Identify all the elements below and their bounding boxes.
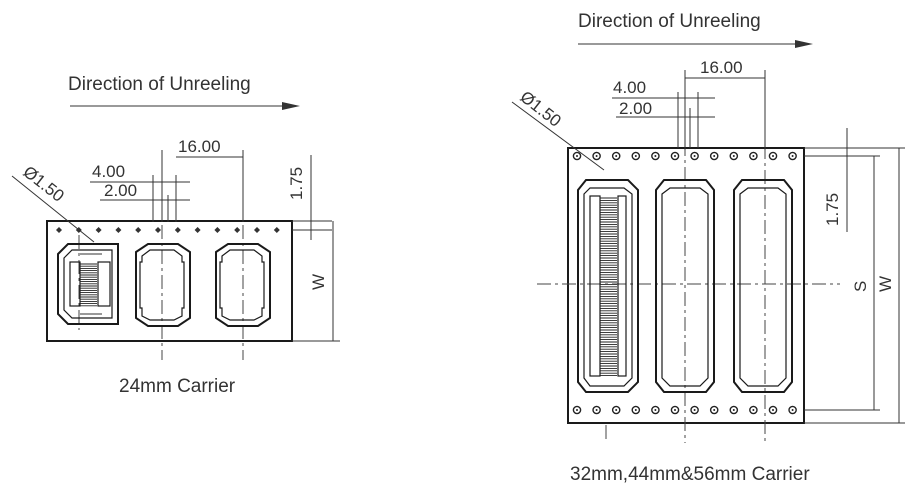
dim-edge-left: 1.75	[287, 167, 306, 200]
tape-outline-left	[46, 220, 293, 342]
dim-pitch-right: 16.00	[700, 58, 743, 77]
sprocket-holes-left	[56, 227, 280, 233]
dim-pitch-left: 16.00	[178, 137, 221, 156]
sprocket-hole	[690, 151, 699, 161]
sprocket-hole	[56, 227, 62, 233]
hole-leader-right	[511, 101, 605, 171]
sprocket-hole	[592, 405, 601, 415]
sprocket-hole-center	[752, 155, 755, 157]
caption-right: 32mm,44mm&56mm Carrier	[570, 464, 810, 485]
empty-pocket-3-right	[733, 179, 793, 393]
sprocket-hole-center	[576, 409, 578, 411]
sprocket-hole	[670, 151, 680, 161]
sprocket-hole-center	[772, 409, 774, 411]
sprocket-hole	[592, 151, 601, 161]
sprocket-hole	[788, 151, 797, 161]
sprocket-hole	[768, 151, 778, 161]
sprocket-hole-center	[674, 409, 676, 411]
hole-leader-left	[11, 175, 95, 243]
sprocket-hole	[749, 405, 758, 415]
caption-left: 24mm Carrier	[119, 376, 236, 397]
sprocket-hole-center	[693, 409, 696, 411]
sprocket-hole	[115, 227, 122, 233]
sprocket-hole-center	[693, 155, 696, 157]
sprocket-hole	[611, 151, 621, 161]
sprocket-hole-center	[713, 409, 716, 411]
sprocket-hole-center	[615, 409, 618, 411]
sprocket-hole	[611, 405, 621, 415]
sprocket-hole	[788, 405, 797, 415]
direction-arrow-head-left	[282, 102, 300, 110]
empty-pocket-2-right	[655, 179, 715, 393]
sprocket-hole	[709, 151, 719, 161]
sprocket-hole-center	[576, 155, 578, 157]
sprocket-hole	[95, 227, 102, 233]
dim-edge-right: 1.75	[823, 193, 842, 226]
sprocket-hole	[651, 405, 660, 415]
pocket-with-component-left	[57, 243, 119, 325]
empty-pocket-3-left	[215, 243, 271, 327]
sprocket-hole	[651, 151, 660, 161]
sprocket-hole-center	[654, 409, 657, 411]
sprocket-hole-center	[674, 155, 676, 157]
sprocket-hole-center	[732, 409, 735, 411]
sprocket-hole-center	[752, 409, 755, 411]
sprocket-hole	[631, 151, 641, 161]
sprocket-hole-center	[713, 155, 716, 157]
sprocket-hole-center	[791, 409, 794, 411]
dim-p0-left: 4.00	[92, 162, 125, 181]
sprocket-hole	[670, 405, 680, 415]
dim-hole-span-right: S	[851, 281, 870, 292]
pocket-with-component-right	[577, 179, 639, 393]
sprocket-hole-center	[654, 155, 657, 157]
sprocket-hole	[135, 227, 142, 233]
dim-hole-left: Ø1.50	[20, 162, 68, 205]
direction-label-right: Direction of Unreeling	[578, 11, 761, 32]
dim-p2-left: 2.00	[104, 181, 137, 200]
sprocket-hole-center	[634, 155, 637, 157]
sprocket-holes-right	[572, 151, 797, 415]
tape-outline-right	[567, 147, 805, 424]
sprocket-hole-center	[634, 409, 637, 411]
sprocket-hole	[690, 405, 699, 415]
carrier-24mm-diagram: Direction of Unreeling	[11, 74, 340, 397]
sprocket-hole-center	[595, 155, 598, 157]
sprocket-hole	[709, 405, 719, 415]
dim-p2-right: 2.00	[619, 99, 652, 118]
sprocket-hole	[234, 227, 241, 233]
sprocket-hole-center	[791, 155, 794, 157]
dim-width-right: W	[876, 276, 895, 292]
dim-hole-right: Ø1.50	[517, 87, 565, 130]
sprocket-hole	[214, 227, 221, 233]
sprocket-hole	[749, 151, 758, 161]
sprocket-hole	[194, 227, 201, 233]
sprocket-hole	[572, 405, 582, 415]
empty-pocket-2-left	[135, 243, 191, 327]
direction-arrow-head-right	[795, 40, 813, 48]
sprocket-hole	[768, 405, 778, 415]
dim-p0-right: 4.00	[613, 78, 646, 97]
sprocket-hole	[254, 227, 260, 233]
carrier-wide-diagram: Direction of Unreeling	[511, 11, 905, 485]
sprocket-hole	[572, 151, 582, 161]
sprocket-hole-center	[772, 155, 774, 157]
sprocket-hole-center	[615, 155, 618, 157]
sprocket-hole-center	[732, 155, 735, 157]
direction-label-left: Direction of Unreeling	[68, 74, 251, 95]
sprocket-hole	[729, 405, 739, 415]
sprocket-hole	[155, 227, 161, 233]
sprocket-hole-center	[595, 409, 598, 411]
sprocket-hole	[631, 405, 641, 415]
sprocket-hole	[273, 227, 280, 233]
sprocket-hole	[729, 151, 739, 161]
sprocket-hole	[174, 227, 181, 233]
dim-width-left: W	[309, 274, 328, 290]
